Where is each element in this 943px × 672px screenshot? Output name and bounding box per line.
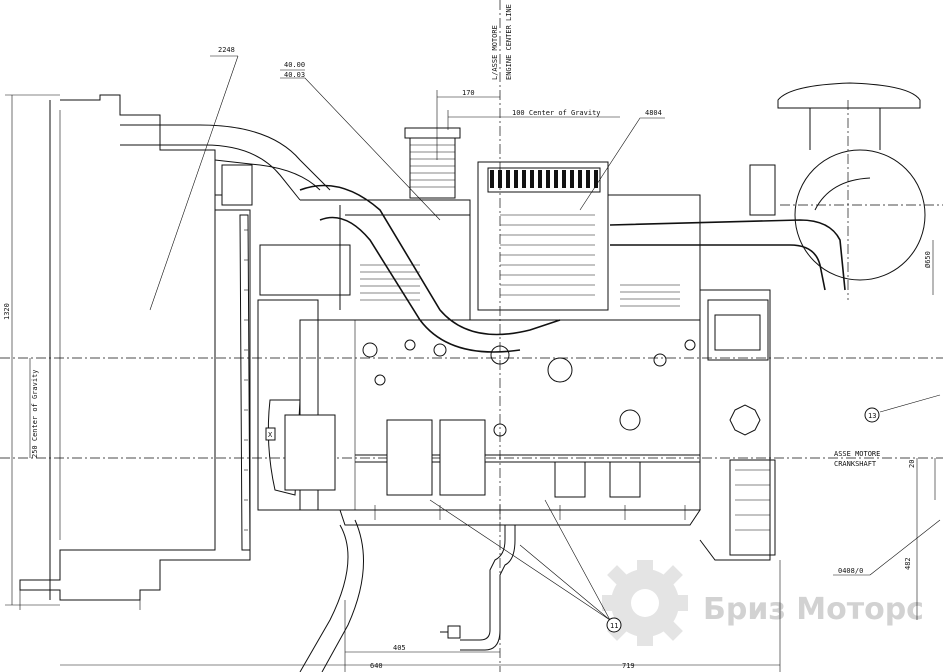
label-4003: 40.03 (284, 71, 305, 79)
label-dim-1320: 1320 (3, 303, 11, 320)
label-4000: 40.00 (284, 61, 305, 69)
label-2248: 2248 (218, 46, 235, 54)
label-crankshaft-it: ASSE MOTORE (834, 450, 880, 458)
balloon-13 (864, 407, 880, 423)
label-crankshaft-en: CRANKSHAFT (834, 460, 877, 468)
labels: 2248 40.00 40.03 4804 L/ASSE MOTORE ENGI… (3, 4, 932, 670)
balloon-11 (606, 617, 622, 633)
label-cog-horizontal: 100 Center of Gravity (512, 109, 601, 117)
label-dim-170: 170 (462, 89, 475, 97)
gear-icon (602, 560, 688, 646)
label-0408: 0408/0 (838, 567, 863, 575)
label-4804: 4804 (645, 109, 662, 117)
label-cog-vertical: 250 Center of Gravity (31, 369, 39, 458)
engine-body (19, 82, 926, 672)
label-engine-center-line-it: L/ASSE MOTORE (491, 25, 499, 80)
label-dim-640: 640 (370, 662, 383, 670)
label-13: 13 (868, 412, 876, 420)
dimension-lines (5, 90, 936, 672)
label-dim-405: 405 (393, 644, 406, 652)
label-dim-650: Ø650 (924, 251, 932, 268)
leader-lines (149, 55, 941, 621)
label-dim-482: 482 (904, 557, 912, 570)
watermark-text: Бриз Моторс (703, 592, 924, 627)
label-dim-20: 20 (908, 460, 916, 468)
label-engine-center-line-en: ENGINE CENTER LINE (505, 4, 513, 80)
label-11: 11 (610, 622, 618, 630)
label-dim-719: 719 (622, 662, 635, 670)
label-x-marker: X (268, 431, 273, 439)
watermark: Бриз Моторс (602, 560, 924, 646)
